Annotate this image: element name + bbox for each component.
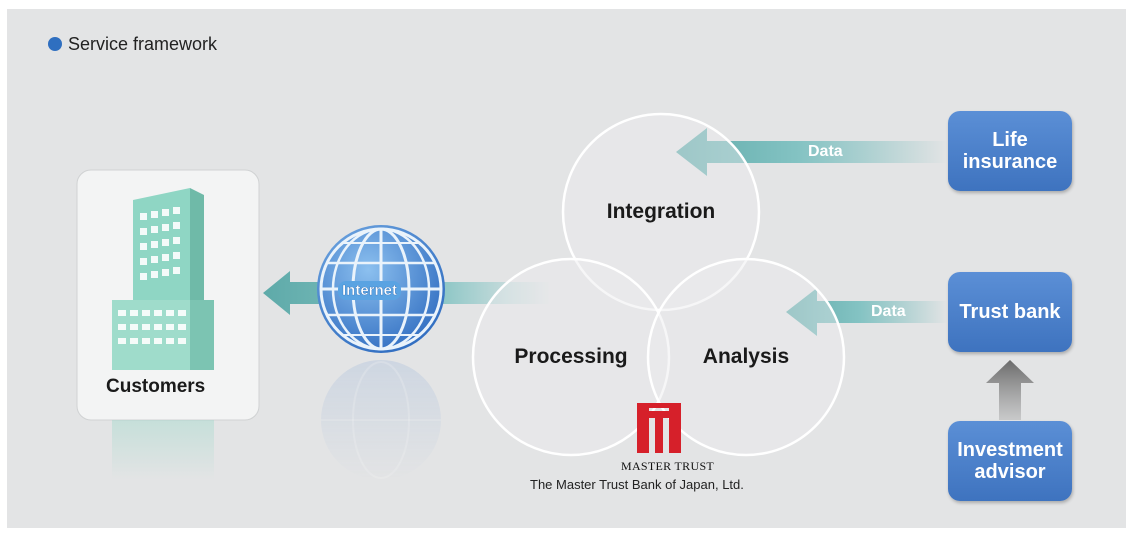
globe-reflection xyxy=(321,360,441,480)
building-reflection xyxy=(112,420,214,480)
investment-advisor-box: Investment advisor xyxy=(948,421,1072,501)
master-trust-logo xyxy=(637,403,681,453)
data-label-bottom: Data xyxy=(871,303,906,320)
logo-text: MASTER TRUST xyxy=(621,459,715,473)
trust-bank-box: Trust bank xyxy=(948,272,1072,352)
section-title: Service framework xyxy=(68,34,218,54)
processing-circle xyxy=(471,257,671,457)
up-arrow xyxy=(986,360,1034,420)
bullet-icon xyxy=(48,37,62,51)
analysis-label: Analysis xyxy=(702,345,790,368)
processing-label: Processing xyxy=(514,345,628,368)
data-arrow-bottom xyxy=(786,288,948,336)
data-arrow-top xyxy=(676,128,948,176)
life-insurance-box: Life insurance xyxy=(948,111,1072,191)
analysis-circle xyxy=(646,257,846,457)
company-name: The Master Trust Bank of Japan, Ltd. xyxy=(530,477,744,492)
internet-label: Internet xyxy=(338,281,402,300)
data-label-top: Data xyxy=(808,143,843,160)
building-icon xyxy=(112,188,214,370)
customers-label: Customers xyxy=(106,376,206,397)
integration-label: Integration xyxy=(606,200,716,223)
